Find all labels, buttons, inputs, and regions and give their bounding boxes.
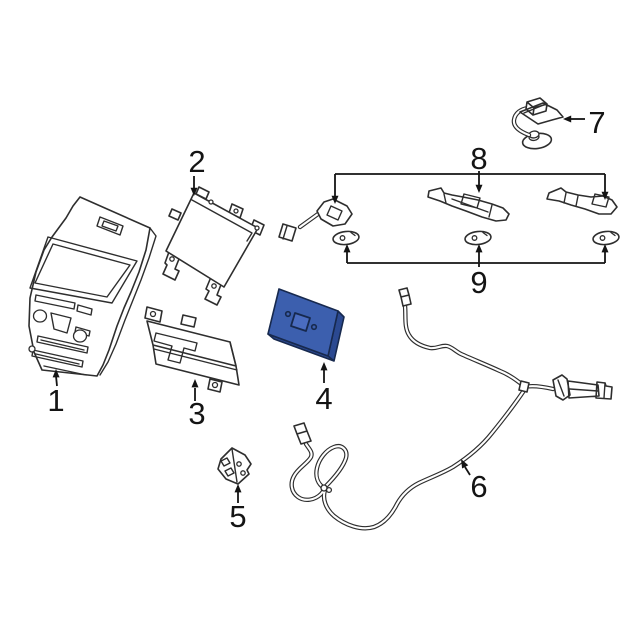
left-bracket-plug-line <box>282 225 288 240</box>
connector-bracket-details <box>220 448 238 483</box>
bezel-knob-left <box>32 309 48 323</box>
grommet <box>592 230 620 246</box>
bracket-hole <box>211 283 217 289</box>
callout-label-9: 9 <box>470 265 487 300</box>
bezel-top-notch <box>96 216 124 236</box>
module-screw-hole <box>284 310 292 318</box>
callout-arrowhead-6 <box>461 459 469 469</box>
radio-tab-hole <box>149 310 157 318</box>
harness-knot <box>325 486 333 494</box>
bracket-hole <box>233 208 239 214</box>
part-1-console-bezel <box>28 196 157 377</box>
harness-connectors <box>293 287 613 445</box>
callout-label-6: 6 <box>470 469 487 504</box>
part-5-connector-bracket <box>217 447 252 485</box>
bracket-panel <box>165 192 259 288</box>
bracket-middle-boss <box>443 193 493 218</box>
module-connector-square <box>290 312 311 332</box>
left-bracket-wire <box>298 212 320 229</box>
part-2-display-bracket <box>162 186 265 306</box>
radio-box <box>146 320 240 386</box>
bracket-hole <box>169 256 175 262</box>
grommet-notch <box>482 231 488 237</box>
part-9-grommets <box>332 230 620 246</box>
callout-line-6 <box>464 466 471 476</box>
callouts: 1 2 3 4 5 6 7 8 9 <box>47 105 609 534</box>
grommet-notch <box>350 231 356 237</box>
callout-label-3: 3 <box>188 396 205 431</box>
connector-bracket-hole <box>240 470 246 476</box>
callout-arrowhead-1 <box>52 369 60 378</box>
grommet-body <box>592 230 620 246</box>
part-4-module-highlighted <box>267 288 345 362</box>
harness-cable <box>290 304 555 530</box>
grommet-body <box>332 230 360 246</box>
grommet <box>464 230 492 246</box>
callout-label-2: 2 <box>188 144 205 179</box>
bezel-knob-right <box>72 329 88 343</box>
harness-connector-lines <box>557 379 606 399</box>
bracket-left <box>316 198 353 227</box>
callout-label-8: 8 <box>470 141 487 176</box>
part-7-antenna-clip <box>511 97 564 150</box>
bracket-left-boss <box>326 205 343 221</box>
callout-arrowhead-4 <box>320 362 328 371</box>
grommet-hole <box>599 235 606 241</box>
bezel-side-flange <box>99 227 157 376</box>
bezel-screen-opening <box>29 236 138 304</box>
bezel-button-slots <box>31 294 93 376</box>
part-6-wiring-harness <box>289 287 613 531</box>
grommet-hole <box>339 235 346 241</box>
grommet-notch <box>610 231 616 237</box>
callout-label-1: 1 <box>47 383 64 418</box>
callout-line-1 <box>55 375 58 387</box>
grommet <box>332 230 360 246</box>
bracket-hole <box>254 225 260 231</box>
callout-arrowhead-5 <box>234 484 242 493</box>
connector-bracket-hole <box>236 461 242 467</box>
callout-line-8 <box>334 171 606 197</box>
callout-arrowhead-3 <box>191 379 199 388</box>
bezel-center-vent <box>50 312 72 334</box>
grommet-hole <box>471 235 478 241</box>
clip-hook <box>512 106 531 137</box>
callout-label-7: 7 <box>588 105 605 140</box>
bezel-outline <box>28 196 151 377</box>
bracket-rim-line <box>191 199 253 242</box>
bezel-side-screw <box>28 345 36 353</box>
bracket-right <box>546 187 618 215</box>
grommet-body <box>464 230 492 246</box>
clip-blade-line <box>523 105 542 114</box>
callout-arrowhead-7 <box>563 115 572 123</box>
part-3-radio-unit <box>144 306 240 393</box>
bracket-hole <box>208 199 214 205</box>
radio-top-cutout <box>153 332 238 371</box>
callout-line-9 <box>346 252 606 267</box>
callout-label-4: 4 <box>315 381 332 416</box>
callout-label-5: 5 <box>229 499 246 534</box>
radio-tab-hole <box>211 381 219 389</box>
callout-arrowhead-2 <box>190 187 198 196</box>
clip-blade <box>519 97 564 125</box>
module-screw-hole <box>310 323 318 331</box>
part-8-mounting-brackets <box>278 187 618 242</box>
